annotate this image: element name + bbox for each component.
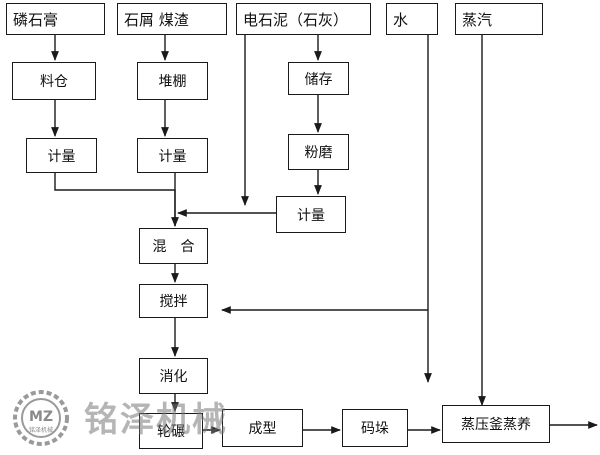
node-water: 水 xyxy=(386,3,438,35)
node-metering-1: 计量 xyxy=(26,138,97,173)
node-stacking: 码垛 xyxy=(342,409,408,447)
node-wheel-mill: 轮碾 xyxy=(139,413,203,449)
node-autoclave: 蒸压釜蒸养 xyxy=(442,405,550,443)
node-grinding: 粉磨 xyxy=(288,134,349,170)
node-mixing: 混 合 xyxy=(139,228,208,264)
node-label: 石屑 煤渣 xyxy=(124,10,189,29)
node-label: 搅拌 xyxy=(159,294,188,310)
node-label: 混 合 xyxy=(152,239,195,255)
node-stone-coal-slag: 石屑 煤渣 xyxy=(117,3,227,35)
node-label: 料仓 xyxy=(40,74,68,90)
node-steam: 蒸汽 xyxy=(455,3,543,35)
node-label: 蒸汽 xyxy=(462,10,493,29)
node-label: 磷石膏 xyxy=(13,10,59,29)
node-storage: 储存 xyxy=(288,62,349,95)
node-label: 码垛 xyxy=(361,421,389,437)
node-shed: 堆棚 xyxy=(137,62,208,100)
node-silo: 料仓 xyxy=(12,62,96,100)
node-digestion: 消化 xyxy=(139,358,208,394)
node-label: 堆棚 xyxy=(158,74,187,90)
node-label: 粉磨 xyxy=(304,145,333,161)
node-label: 轮碾 xyxy=(157,424,185,440)
node-label: 蒸压釜蒸养 xyxy=(461,417,531,433)
node-forming: 成型 xyxy=(222,409,303,447)
node-label: 电石泥（石灰） xyxy=(243,10,349,29)
node-phosphogypsum: 磷石膏 xyxy=(6,3,105,35)
watermark-logo-sub: 铭泽机械 xyxy=(29,426,53,434)
line-metering1-to-mixing xyxy=(54,173,179,227)
watermark-logo-icon: MZ 铭泽机械 xyxy=(13,390,69,446)
node-metering-3: 计量 xyxy=(276,196,346,233)
node-carbide-mud: 电石泥（石灰） xyxy=(236,3,371,35)
node-label: 计量 xyxy=(158,148,187,165)
node-label: 计量 xyxy=(297,207,325,224)
node-label: 计量 xyxy=(47,148,76,165)
node-metering-2: 计量 xyxy=(137,138,208,173)
node-label: 成型 xyxy=(248,421,277,437)
node-stirring: 搅拌 xyxy=(139,284,208,318)
node-label: 水 xyxy=(393,10,409,29)
watermark-text: 铭泽机械 xyxy=(84,400,228,440)
node-label: 储存 xyxy=(304,71,333,88)
watermark-logo-letters: MZ xyxy=(29,409,53,425)
node-label: 消化 xyxy=(159,369,188,385)
